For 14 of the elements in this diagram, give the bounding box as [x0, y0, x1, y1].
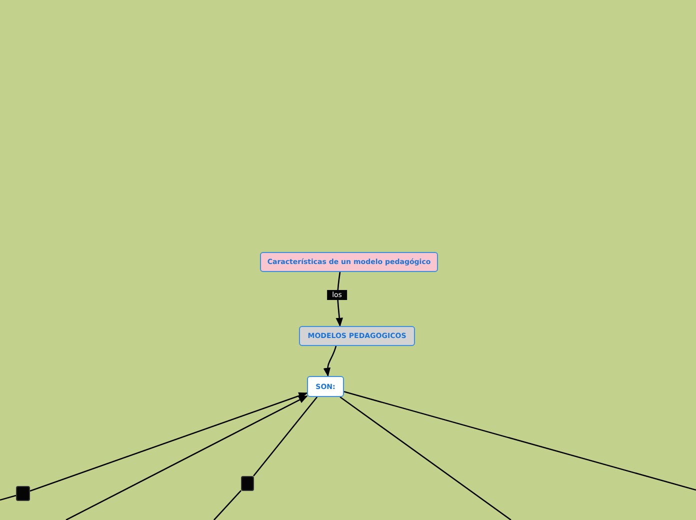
- connector-line: [66, 395, 308, 520]
- connector-line: [214, 490, 242, 520]
- connector-square: [16, 486, 30, 501]
- topic-box: [260, 252, 438, 272]
- connector-line: [253, 396, 318, 476]
- connector-line: [344, 391, 696, 491]
- connector-line: [0, 494, 16, 501]
- topic-box: [299, 326, 415, 346]
- connector-line: [340, 396, 512, 520]
- connector-line: [30, 392, 308, 492]
- connector-square: [241, 476, 254, 491]
- connector-line: [324, 346, 337, 377]
- connector-line: [336, 272, 343, 327]
- topic-box: [307, 376, 344, 397]
